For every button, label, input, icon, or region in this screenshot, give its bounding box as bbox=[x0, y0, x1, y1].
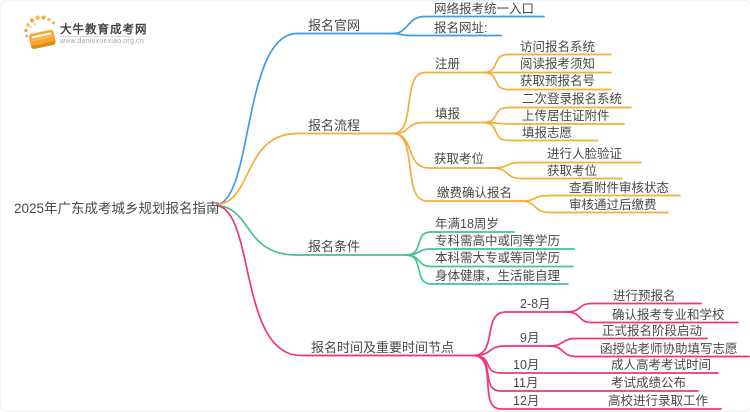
node-unified-entry[interactable]: 网络报考统一入口 bbox=[434, 2, 535, 16]
site-url: www.daniuxuexiao.org.cn bbox=[60, 38, 144, 45]
node-admission-work[interactable]: 高校进行录取工作 bbox=[608, 394, 709, 408]
branch-timeline-lines bbox=[216, 204, 750, 410]
node-exam-time[interactable]: 成人高考考试时间 bbox=[611, 358, 712, 372]
node-second-login[interactable]: 二次登录报名系统 bbox=[522, 92, 623, 106]
node-age-18[interactable]: 年满18周岁 bbox=[435, 217, 499, 231]
node-september[interactable]: 9月 bbox=[520, 331, 540, 345]
node-check-attachment-status[interactable]: 查看附件审核状态 bbox=[569, 181, 670, 195]
node-timeline[interactable]: 报名时间及重要时间节点 bbox=[311, 340, 455, 355]
node-get-seat[interactable]: 获取考位 bbox=[434, 152, 485, 166]
mindmap-root-node[interactable]: 2025年广东成考城乡规划报名指南 bbox=[14, 201, 220, 216]
logo-book-sunrise-icon bbox=[24, 15, 56, 49]
node-read-notice[interactable]: 阅读报考须知 bbox=[520, 57, 596, 71]
node-november[interactable]: 11月 bbox=[513, 376, 539, 390]
node-confirm-major-school[interactable]: 确认报考专业和学校 bbox=[612, 308, 725, 322]
node-diploma-junior-college[interactable]: 专科需高中或同等学历 bbox=[435, 234, 561, 248]
node-teacher-assist-fill[interactable]: 函授站老师协助填写志愿 bbox=[600, 342, 738, 356]
node-fill-in[interactable]: 填报 bbox=[435, 107, 461, 121]
node-registration-url[interactable]: 报名网址: bbox=[434, 21, 488, 35]
node-register[interactable]: 注册 bbox=[435, 57, 461, 71]
site-logo[interactable]: 大牛教育成考网 www.daniuxuexiao.org.cn bbox=[23, 15, 163, 57]
node-pre-registration[interactable]: 进行预报名 bbox=[613, 289, 676, 303]
node-december[interactable]: 12月 bbox=[513, 394, 540, 408]
node-official-stage-start[interactable]: 正式报名阶段启动 bbox=[602, 324, 703, 338]
node-pay-after-approval[interactable]: 审核通过后缴费 bbox=[569, 198, 657, 212]
node-pay-confirm[interactable]: 缴费确认报名 bbox=[437, 186, 513, 200]
node-health[interactable]: 身体健康，生活能自理 bbox=[435, 269, 561, 283]
logo-divider bbox=[60, 35, 132, 37]
node-get-prereg-number[interactable]: 获取预报名号 bbox=[520, 74, 596, 88]
node-october[interactable]: 10月 bbox=[513, 358, 540, 372]
node-results-published[interactable]: 考试成绩公布 bbox=[611, 376, 687, 390]
node-upload-residence-permit[interactable]: 上传居住证附件 bbox=[522, 109, 610, 123]
node-feb-aug[interactable]: 2-8月 bbox=[520, 297, 551, 311]
node-face-verification[interactable]: 进行人脸验证 bbox=[547, 147, 623, 161]
node-obtain-seat[interactable]: 获取考位 bbox=[547, 164, 598, 178]
node-registration-process[interactable]: 报名流程 bbox=[308, 118, 361, 133]
node-requirements[interactable]: 报名条件 bbox=[308, 239, 361, 254]
site-name: 大牛教育成考网 bbox=[60, 24, 148, 36]
node-diploma-bachelor[interactable]: 本科需大专或等同学历 bbox=[435, 251, 561, 265]
branch-requirements-lines bbox=[216, 204, 575, 285]
branch-official-website-lines bbox=[216, 15, 545, 206]
node-visit-system[interactable]: 访问报名系统 bbox=[520, 40, 596, 54]
node-fill-preferences[interactable]: 填报志愿 bbox=[522, 126, 573, 140]
branch-registration-process-lines bbox=[216, 53, 681, 214]
node-official-website[interactable]: 报名官网 bbox=[308, 18, 361, 33]
